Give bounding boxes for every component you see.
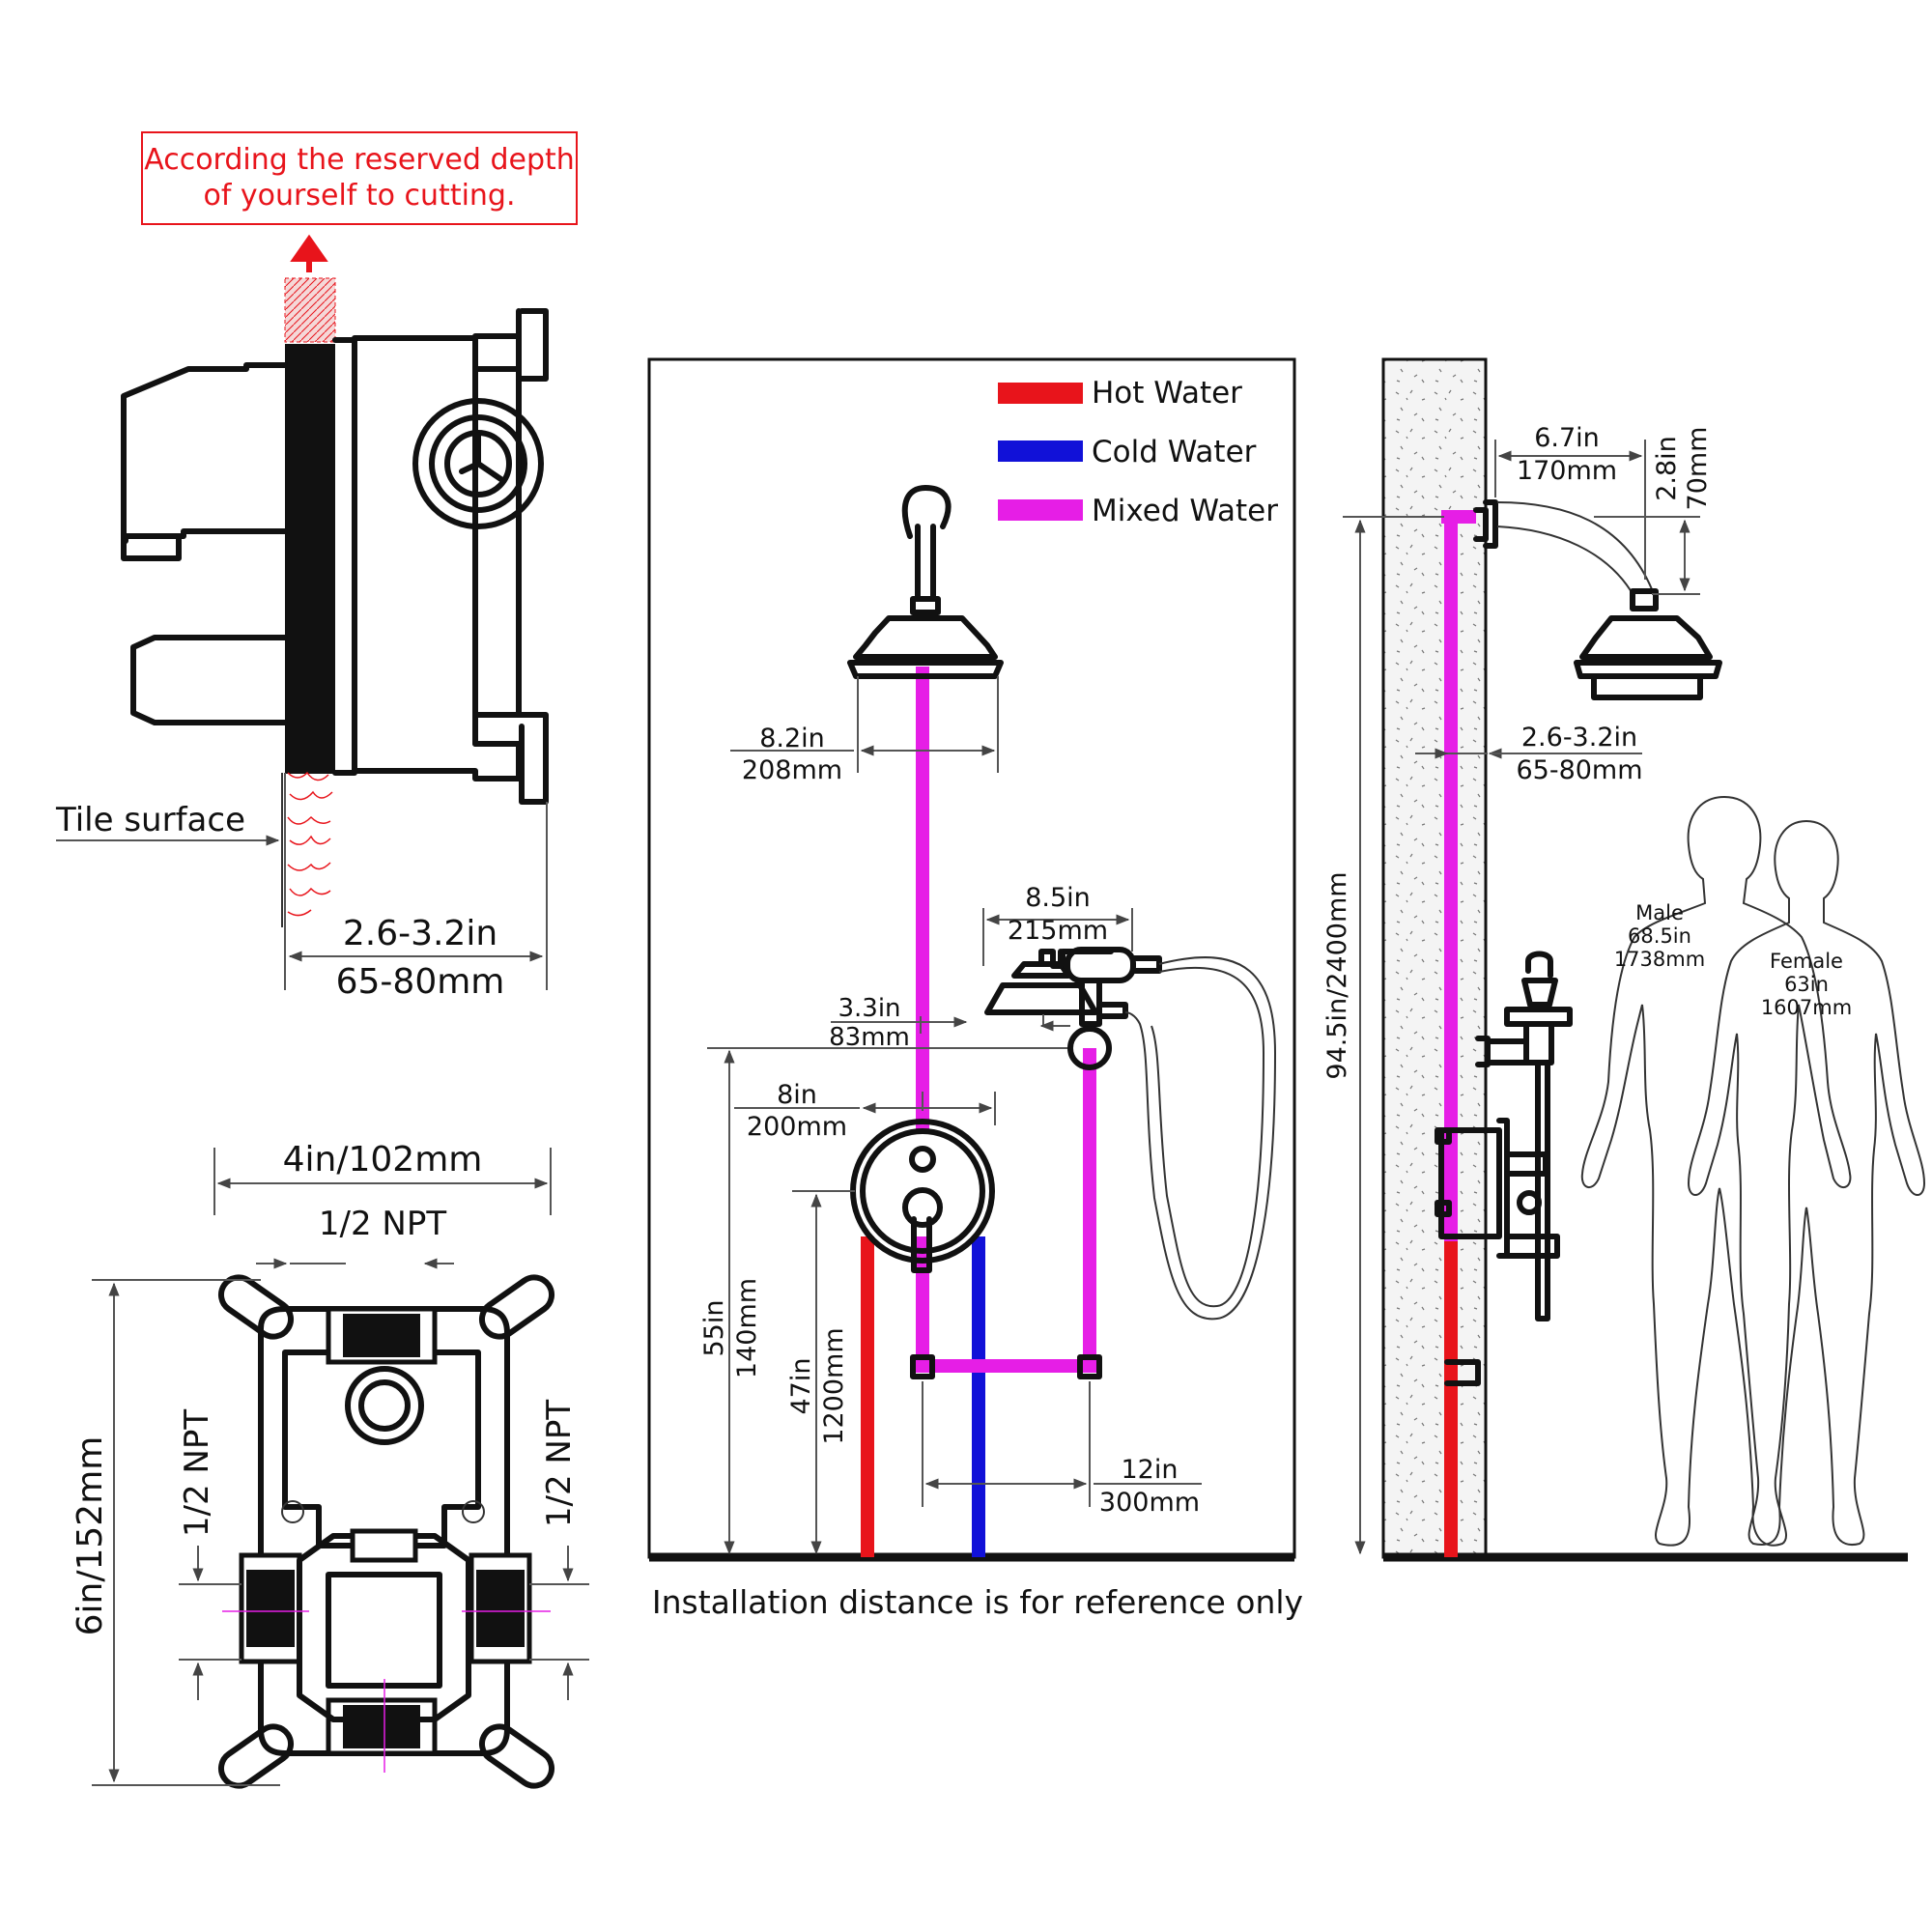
female-figure xyxy=(1687,819,1926,1546)
box-width-label: 4in/102mm xyxy=(283,1140,483,1179)
legend-cold-swatch xyxy=(998,440,1083,462)
tile-texture xyxy=(287,771,333,917)
legend-hot-label: Hot Water xyxy=(1092,376,1242,411)
h1-mm: 140mm xyxy=(732,1278,762,1378)
mount-ear xyxy=(217,1274,295,1340)
arrow-up-icon xyxy=(290,234,328,272)
holder-width-mm: 215mm xyxy=(1008,916,1108,946)
spread-mm: 300mm xyxy=(1099,1488,1200,1518)
drop-mm: 70mm xyxy=(1683,427,1713,511)
front-box-view: 4in/102mm 1/2 NPT 6in/152mm xyxy=(71,1140,589,1789)
h2-mm: 1200mm xyxy=(819,1327,849,1444)
female-label: Female xyxy=(1770,950,1843,973)
threaded-sleeve xyxy=(285,344,335,774)
npt-top-label: 1/2 NPT xyxy=(319,1205,446,1243)
female-height-in: 63in xyxy=(1784,973,1829,996)
arm-length-in: 6.7in xyxy=(1534,423,1600,453)
side-view: According the reserved depth of yourself… xyxy=(55,131,578,1002)
npt-left-label: 1/2 NPT xyxy=(178,1409,216,1537)
legend: Hot Water Cold Water Mixed Water xyxy=(998,376,1278,528)
total-height-label: 94.5in/2400mm xyxy=(1322,871,1352,1079)
male-height-mm: 1738mm xyxy=(1614,948,1705,971)
box-height-label: 6in/152mm xyxy=(71,1436,110,1636)
valve-offset-mm: 200mm xyxy=(747,1112,847,1142)
head-dia-mm: 208mm xyxy=(742,755,842,785)
offset-in: 3.3in xyxy=(838,994,900,1023)
valve-offset-in: 8in xyxy=(777,1080,817,1110)
arm-length-mm: 170mm xyxy=(1517,456,1617,486)
side-depth-mm: 65-80mm xyxy=(336,962,505,1002)
wall-side-view: 6.7in 170mm 2.8in 70mm 2.6-3.2in 65-80mm… xyxy=(1322,357,1926,1562)
legend-mixed-swatch xyxy=(998,499,1083,521)
male-figure xyxy=(1580,795,1852,1547)
holder-width-in: 8.5in xyxy=(1025,883,1091,913)
side-depth-in: 2.6-3.2in xyxy=(343,914,497,953)
npt-right-label: 1/2 NPT xyxy=(540,1400,579,1527)
cartridge-port xyxy=(345,1366,424,1445)
note-box xyxy=(141,131,578,225)
h2-in: 47in xyxy=(786,1358,816,1415)
tile-surface-label: Tile surface xyxy=(55,801,245,839)
legend-mixed-label: Mixed Water xyxy=(1092,494,1278,528)
shower-head xyxy=(847,485,1004,679)
wall-hand-shower xyxy=(1475,951,1573,1321)
reference-note: Installation distance is for reference o… xyxy=(652,1583,1303,1621)
head-dia-in: 8.2in xyxy=(759,724,825,753)
drop-in: 2.8in xyxy=(1652,436,1682,501)
wall-depth-in: 2.6-3.2in xyxy=(1521,723,1637,753)
lever-housing xyxy=(121,362,288,544)
spread-in: 12in xyxy=(1122,1455,1179,1485)
legend-cold-label: Cold Water xyxy=(1092,435,1257,469)
note-line-2: of yourself to cutting. xyxy=(203,179,515,213)
hand-shower xyxy=(984,947,1277,1321)
front-installation: Hot Water Cold Water Mixed Water 8.2in 2… xyxy=(647,357,1303,1621)
wall-section xyxy=(1381,357,1488,1559)
legend-hot-swatch xyxy=(998,383,1083,404)
diverter-knob xyxy=(130,635,288,725)
note-line-1: According the reserved depth xyxy=(144,143,575,177)
cut-zone xyxy=(284,277,336,343)
wall-valve xyxy=(1435,1118,1560,1386)
wall-depth-mm: 65-80mm xyxy=(1516,755,1642,785)
male-height-in: 68.5in xyxy=(1628,924,1691,948)
cartridge-outer xyxy=(412,398,544,529)
h1-in: 55in xyxy=(699,1300,729,1357)
male-label: Male xyxy=(1635,901,1684,924)
female-height-mm: 1607mm xyxy=(1761,996,1852,1019)
